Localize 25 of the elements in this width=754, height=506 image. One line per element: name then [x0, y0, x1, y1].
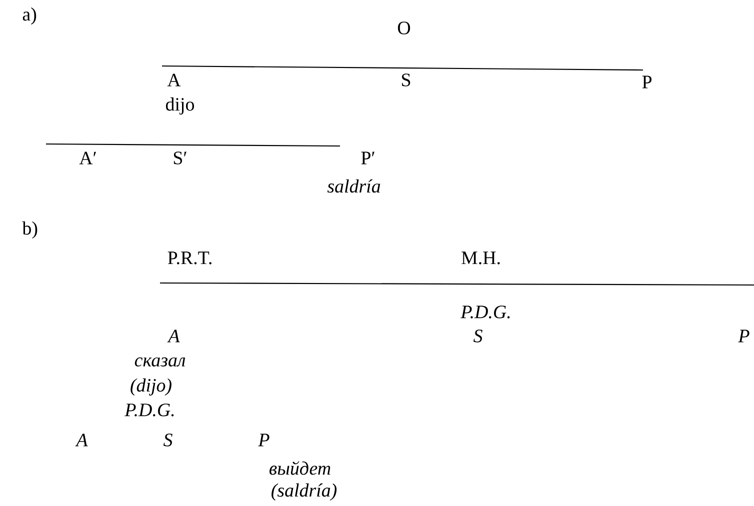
time-label: P [258, 434, 270, 446]
time-label: (dijo) [130, 378, 172, 396]
time-label: сказал [134, 357, 186, 367]
time-label: S [402, 74, 410, 86]
time-label: P.D.G. [124, 404, 174, 416]
time-label: S′ [174, 152, 186, 164]
time-label: S [164, 434, 172, 446]
time-label: P [738, 330, 750, 342]
time-label: A [167, 74, 181, 86]
time-label: dijo [166, 97, 194, 115]
time-label: P′ [361, 152, 374, 164]
time-label: a) [22, 7, 36, 25]
time-label: b) [22, 221, 38, 239]
time-label: P.D.G. [460, 306, 510, 318]
time-label: A [167, 330, 180, 342]
time-label: P [642, 76, 652, 88]
time-label: M.H. [462, 252, 500, 264]
time-label: A [75, 434, 88, 446]
time-label: saldría [327, 179, 380, 193]
time-label: выйдет [270, 461, 330, 475]
time-label: A′ [79, 152, 96, 164]
time-label: P.R.T. [168, 252, 212, 264]
time-label: S [474, 330, 482, 342]
time-label: (saldría) [272, 483, 337, 501]
time-label: O [398, 22, 410, 34]
